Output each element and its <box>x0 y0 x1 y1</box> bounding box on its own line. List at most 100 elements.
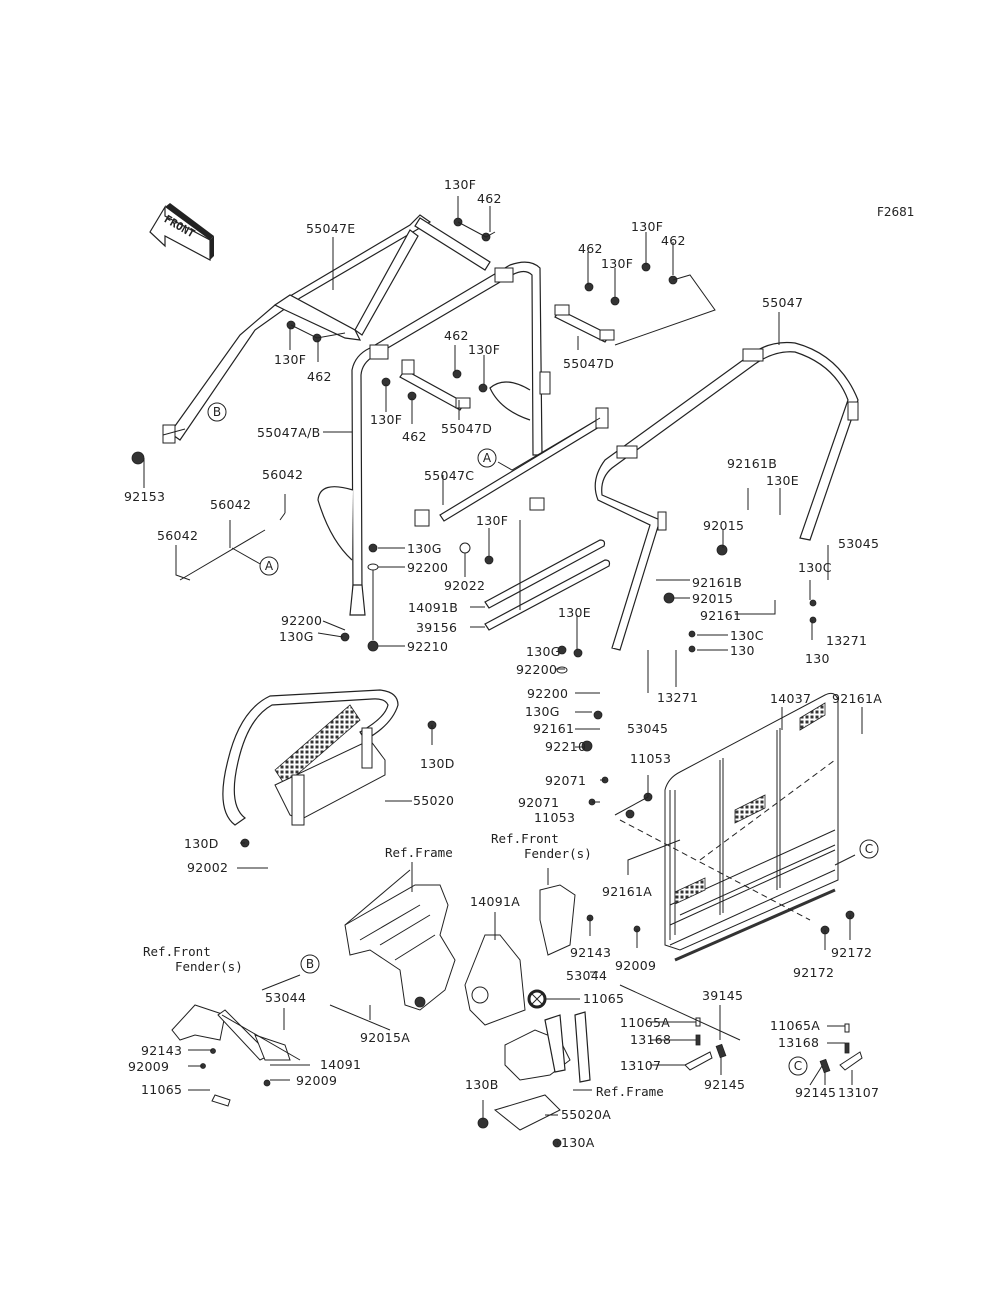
svg-text:A: A <box>265 559 274 573</box>
callout-b-top: B <box>207 402 227 422</box>
part-label: 130B <box>465 1077 499 1092</box>
part-label: 56042 <box>157 528 198 543</box>
callout-c-pin: C <box>788 1056 808 1076</box>
cap-11065 <box>527 989 547 1009</box>
fender-panel-left <box>171 1004 291 1107</box>
part-label: 92200 <box>407 560 448 575</box>
ref-front-fender-label: Fender(s) <box>175 959 243 974</box>
svg-text:C: C <box>865 842 873 856</box>
part-label: 130F <box>444 177 476 192</box>
part-label: 92200 <box>516 662 557 677</box>
callout-c-panel: C <box>859 839 879 859</box>
svg-text:B: B <box>306 957 314 971</box>
part-label: 462 <box>444 328 469 343</box>
part-label: 130F <box>370 412 402 427</box>
callout-a-top: A <box>477 448 497 468</box>
part-label: 53045 <box>838 536 879 551</box>
part-label: 13168 <box>778 1035 819 1050</box>
part-label: 14037 <box>770 691 811 706</box>
part-label: 13168 <box>630 1032 671 1047</box>
part-label: 92009 <box>296 1073 337 1088</box>
crossbar-55047d-mid <box>399 359 471 411</box>
part-label: 92161 <box>533 721 574 736</box>
svg-text:B: B <box>213 405 221 419</box>
part-label: 130 <box>730 643 755 658</box>
part-label: 56042 <box>210 497 251 512</box>
part-label: 11065A <box>770 1018 820 1033</box>
roll-bar-55047ab <box>317 261 551 616</box>
part-label: 92172 <box>793 965 834 980</box>
part-label: 13107 <box>620 1058 661 1073</box>
part-label: 92071 <box>518 795 559 810</box>
part-label: 55020A <box>561 1107 611 1122</box>
part-label: 55047D <box>441 421 492 436</box>
part-label: 462 <box>402 429 427 444</box>
part-label: 130A <box>561 1135 595 1150</box>
front-direction-arrow-icon: FRONT <box>149 203 214 261</box>
front-bumper-55020 <box>222 689 399 826</box>
part-label: 92172 <box>831 945 872 960</box>
part-label: 130D <box>420 756 455 771</box>
ref-frame-front <box>344 884 456 1011</box>
part-label: 14091A <box>470 894 520 909</box>
side-panel-14091a <box>464 884 576 1026</box>
ref-front-fender-label: Ref.Front <box>143 944 211 959</box>
part-label: 92015A <box>360 1030 410 1045</box>
seal-39145 <box>674 888 836 962</box>
part-label: 130F <box>476 513 508 528</box>
ref-frame-label: Ref.Frame <box>596 1084 664 1099</box>
part-label: 92009 <box>615 958 656 973</box>
part-label: 39156 <box>416 620 457 635</box>
part-label: 11053 <box>534 810 575 825</box>
crossbar-55047c <box>414 407 609 527</box>
callout-b-frame: B <box>300 954 320 974</box>
part-label: 55047C <box>424 468 474 483</box>
part-label: 11065 <box>141 1082 182 1097</box>
part-label: 130F <box>601 256 633 271</box>
part-label: 56042 <box>262 467 303 482</box>
part-label: 55047A/B <box>257 425 321 440</box>
part-label: 130C <box>730 628 764 643</box>
ref-front-fender-label: Ref.Front <box>491 831 559 846</box>
part-label: 11065 <box>583 991 624 1006</box>
part-label: 13271 <box>657 690 698 705</box>
part-label: 130G <box>526 644 561 659</box>
part-label: 130F <box>274 352 306 367</box>
skid-plate-55020a <box>493 1094 561 1131</box>
roof-rail-front-55047e <box>162 214 491 444</box>
part-label: 53045 <box>627 721 668 736</box>
part-label: 92161A <box>832 691 882 706</box>
part-label: 462 <box>661 233 686 248</box>
part-label: 11065A <box>620 1015 670 1030</box>
ref-frame-label: Ref.Frame <box>385 845 453 860</box>
part-label: 130C <box>798 560 832 575</box>
part-label: 462 <box>578 241 603 256</box>
part-label: 92161A <box>602 884 652 899</box>
part-label: 92145 <box>704 1077 745 1092</box>
part-label: 53044 <box>265 990 306 1005</box>
part-label: 130G <box>407 541 442 556</box>
part-label: 13107 <box>838 1085 879 1100</box>
part-label: 130D <box>184 836 219 851</box>
svg-text:A: A <box>483 451 492 465</box>
part-label: 92145 <box>795 1085 836 1100</box>
part-label: 39145 <box>702 988 743 1003</box>
part-label: 92161 <box>700 608 741 623</box>
part-label: 92210 <box>545 739 586 754</box>
part-label: 92143 <box>141 1043 182 1058</box>
ref-front-fender-label: Fender(s) <box>524 846 592 861</box>
part-label: 130E <box>766 473 799 488</box>
ref-frame-rear <box>504 1011 591 1083</box>
part-label: 55047 <box>762 295 803 310</box>
figure-id: F2681 <box>877 205 914 219</box>
part-labels: 55047E 130F 462 130F 462 462 130F 130F 4… <box>124 177 882 1150</box>
pins-and-bolts <box>684 1017 863 1074</box>
part-label: 92161B <box>692 575 742 590</box>
part-label: 92143 <box>570 945 611 960</box>
part-label: 55047D <box>563 356 614 371</box>
part-label: 462 <box>477 191 502 206</box>
part-label: 92153 <box>124 489 165 504</box>
part-label: 92161B <box>727 456 777 471</box>
part-label: 130 <box>805 651 830 666</box>
